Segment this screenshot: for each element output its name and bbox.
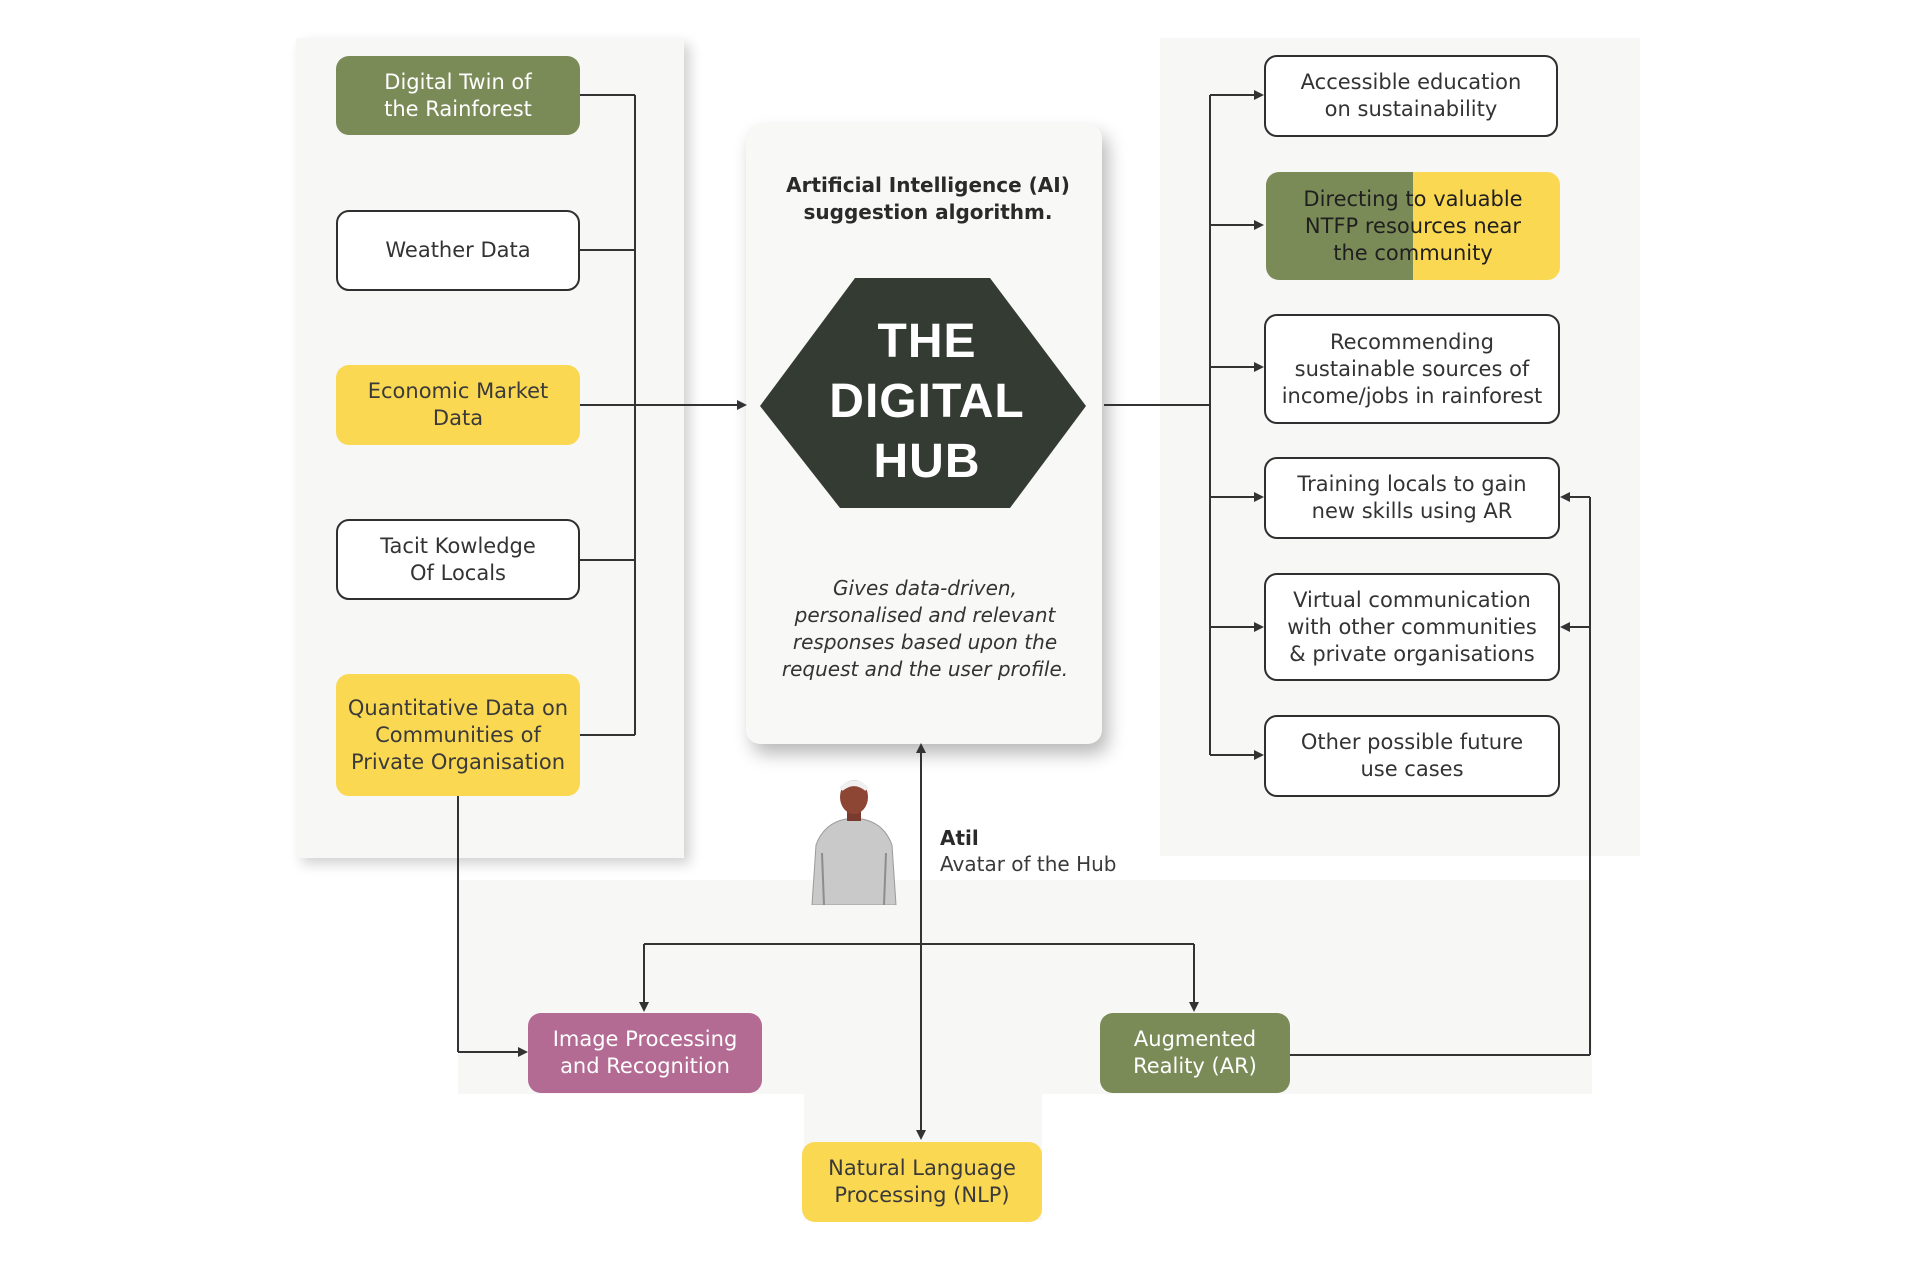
hub-description: Gives data-driven, personalised and rele… <box>781 576 1069 681</box>
output-virtual-communication: Virtual communication with other communi… <box>1264 573 1560 681</box>
avatar-name: Atil <box>940 826 979 850</box>
output-directing-ntfp: Directing to valuable NTFP resources nea… <box>1266 172 1560 280</box>
tech-nlp: Natural Language Processing (NLP) <box>802 1142 1042 1222</box>
hub-title: THE DIGITAL HUB <box>829 315 1025 488</box>
tech-augmented-reality: Augmented Reality (AR) <box>1100 1013 1290 1093</box>
output-future-use-cases: Other possible future use cases <box>1264 715 1560 797</box>
output-training-locals: Training locals to gain new skills using… <box>1264 457 1560 539</box>
tech-image-processing: Image Processing and Recognition <box>528 1013 762 1093</box>
output-recommending-income: Recommending sustainable sources of inco… <box>1264 314 1560 424</box>
output-accessible-education: Accessible education on sustainability <box>1264 55 1558 137</box>
avatar-figure <box>811 780 897 905</box>
hub-hexagon <box>760 278 1086 508</box>
input-quantitative-data: Quantitative Data on Communities of Priv… <box>336 674 580 796</box>
input-weather-data: Weather Data <box>336 210 580 291</box>
ai-algorithm-title: Artificial Intelligence (AI) suggestion … <box>786 173 1070 224</box>
input-tacit-knowledge: Tacit Kowledge Of Locals <box>336 519 580 600</box>
avatar-role: Avatar of the Hub <box>940 852 1117 876</box>
input-digital-twin: Digital Twin of the Rainforest <box>336 56 580 135</box>
input-economic-market-data: Economic Market Data <box>336 365 580 445</box>
